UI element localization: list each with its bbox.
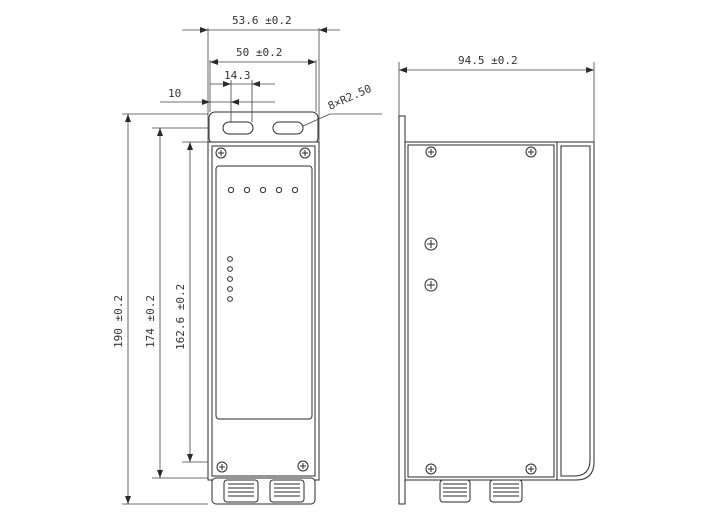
mounting-slot-right — [272, 121, 304, 135]
housing-front-inner — [211, 145, 316, 477]
dim-hole-callout: 8×R2.50 — [326, 82, 374, 113]
led-row — [227, 186, 299, 194]
housing-side — [404, 141, 558, 481]
side-view — [398, 115, 595, 505]
dim-slot-length: 10 — [168, 87, 181, 100]
screw-icon — [525, 146, 537, 158]
dimension-lines-side — [398, 62, 595, 142]
rear-cover — [556, 141, 595, 481]
housing-front — [207, 141, 320, 481]
screw-icon — [525, 463, 537, 475]
housing-side-inner — [407, 144, 555, 478]
screw-icon — [424, 237, 438, 251]
screw-icon — [297, 460, 309, 472]
side-mounting-plate — [398, 115, 406, 505]
dimension-lines-front — [122, 27, 382, 505]
connector-right — [269, 479, 305, 503]
dim-slot-offset: 14.3 — [224, 69, 251, 82]
connector-left — [223, 479, 259, 503]
dim-width-total: 53.6 ±0.2 — [232, 14, 292, 27]
front-view — [207, 111, 320, 505]
mounting-flange-top — [208, 111, 319, 145]
screw-icon — [215, 147, 227, 159]
connector-side-right — [489, 479, 523, 503]
led-column — [227, 256, 233, 302]
mounting-flange-bottom — [211, 477, 316, 505]
screw-icon — [425, 463, 437, 475]
screw-icon — [299, 147, 311, 159]
dim-height-body: 174 ±0.2 — [144, 295, 157, 348]
dim-height-total: 190 ±0.2 — [112, 295, 125, 348]
screw-icon — [425, 146, 437, 158]
dim-height-panel: 162.6 ±0.2 — [174, 284, 187, 350]
connector-side-left — [439, 479, 471, 503]
dim-depth: 94.5 ±0.2 — [458, 54, 518, 67]
screw-icon — [216, 461, 228, 473]
mounting-slot-left — [222, 121, 254, 135]
screw-icon — [424, 278, 438, 292]
front-panel — [215, 165, 313, 420]
dim-width-holes: 50 ±0.2 — [236, 46, 282, 59]
